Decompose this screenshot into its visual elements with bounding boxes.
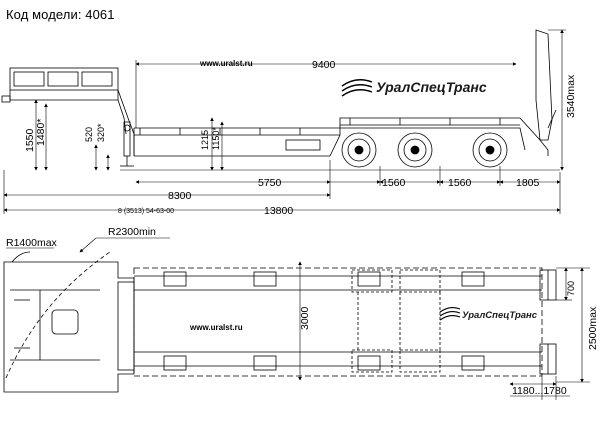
side-view	[1, 29, 560, 171]
side-brand-name: УралСпецТранс	[376, 79, 487, 95]
top-dimension-labels: R1400max R2300min 3000 2500max 700 1180.…	[6, 226, 599, 397]
gooseneck	[1, 67, 135, 167]
dim-700: 700	[566, 281, 576, 296]
dim-1550: 1550	[24, 128, 36, 152]
dim-width-max: 2500max	[587, 306, 599, 350]
logo-swoosh-icon	[341, 79, 373, 97]
dim-radius-swing: R2300min	[108, 226, 156, 238]
dim-1215: 1215	[200, 130, 210, 150]
top-url: www.uralst.ru	[189, 323, 243, 332]
dim-height-max: 3540max	[565, 74, 577, 118]
dim-radius-front: R1400max	[6, 237, 58, 249]
dim-rear: 1805	[516, 177, 540, 189]
dim-ramp: 1180...1780	[512, 385, 567, 397]
dim-1150: 1150*	[211, 127, 221, 150]
main-deck	[133, 29, 557, 157]
dim-deck-length: 9400	[312, 59, 336, 71]
dim-axle-1: 1560	[382, 177, 406, 189]
top-dimensions	[6, 237, 590, 400]
side-logo: УралСпецТранс www.uralst.ru	[199, 59, 487, 97]
side-dimension-labels: 9400 3540max 1550 1480* 520 320* 1215 11…	[24, 59, 577, 217]
phone-number: 8 (3513) 54-63-00	[118, 208, 174, 215]
side-url: www.uralst.ru	[199, 59, 253, 68]
dim-1480: 1480*	[35, 119, 47, 146]
dim-320: 320*	[96, 123, 106, 142]
dim-deck-width: 3000	[299, 306, 311, 330]
dim-8300: 8300	[168, 190, 192, 202]
wheel-2	[397, 132, 433, 168]
top-branding: УралСпецТранс www.uralst.ru	[189, 306, 538, 332]
side-dimensions	[3, 29, 566, 214]
model-code-title: Код модели: 4061	[6, 7, 115, 22]
dim-5750: 5750	[258, 177, 282, 189]
dim-axle-2: 1560	[448, 177, 472, 189]
logo-swoosh-icon	[439, 306, 461, 321]
wheel-3	[472, 132, 508, 168]
wheel-1	[341, 132, 377, 168]
top-brand-name: УралСпецТранс	[462, 310, 538, 321]
dim-520: 520	[84, 127, 94, 142]
top-view	[3, 251, 557, 393]
tie-down-lugs	[163, 271, 485, 371]
dim-total-length: 13800	[264, 205, 293, 217]
